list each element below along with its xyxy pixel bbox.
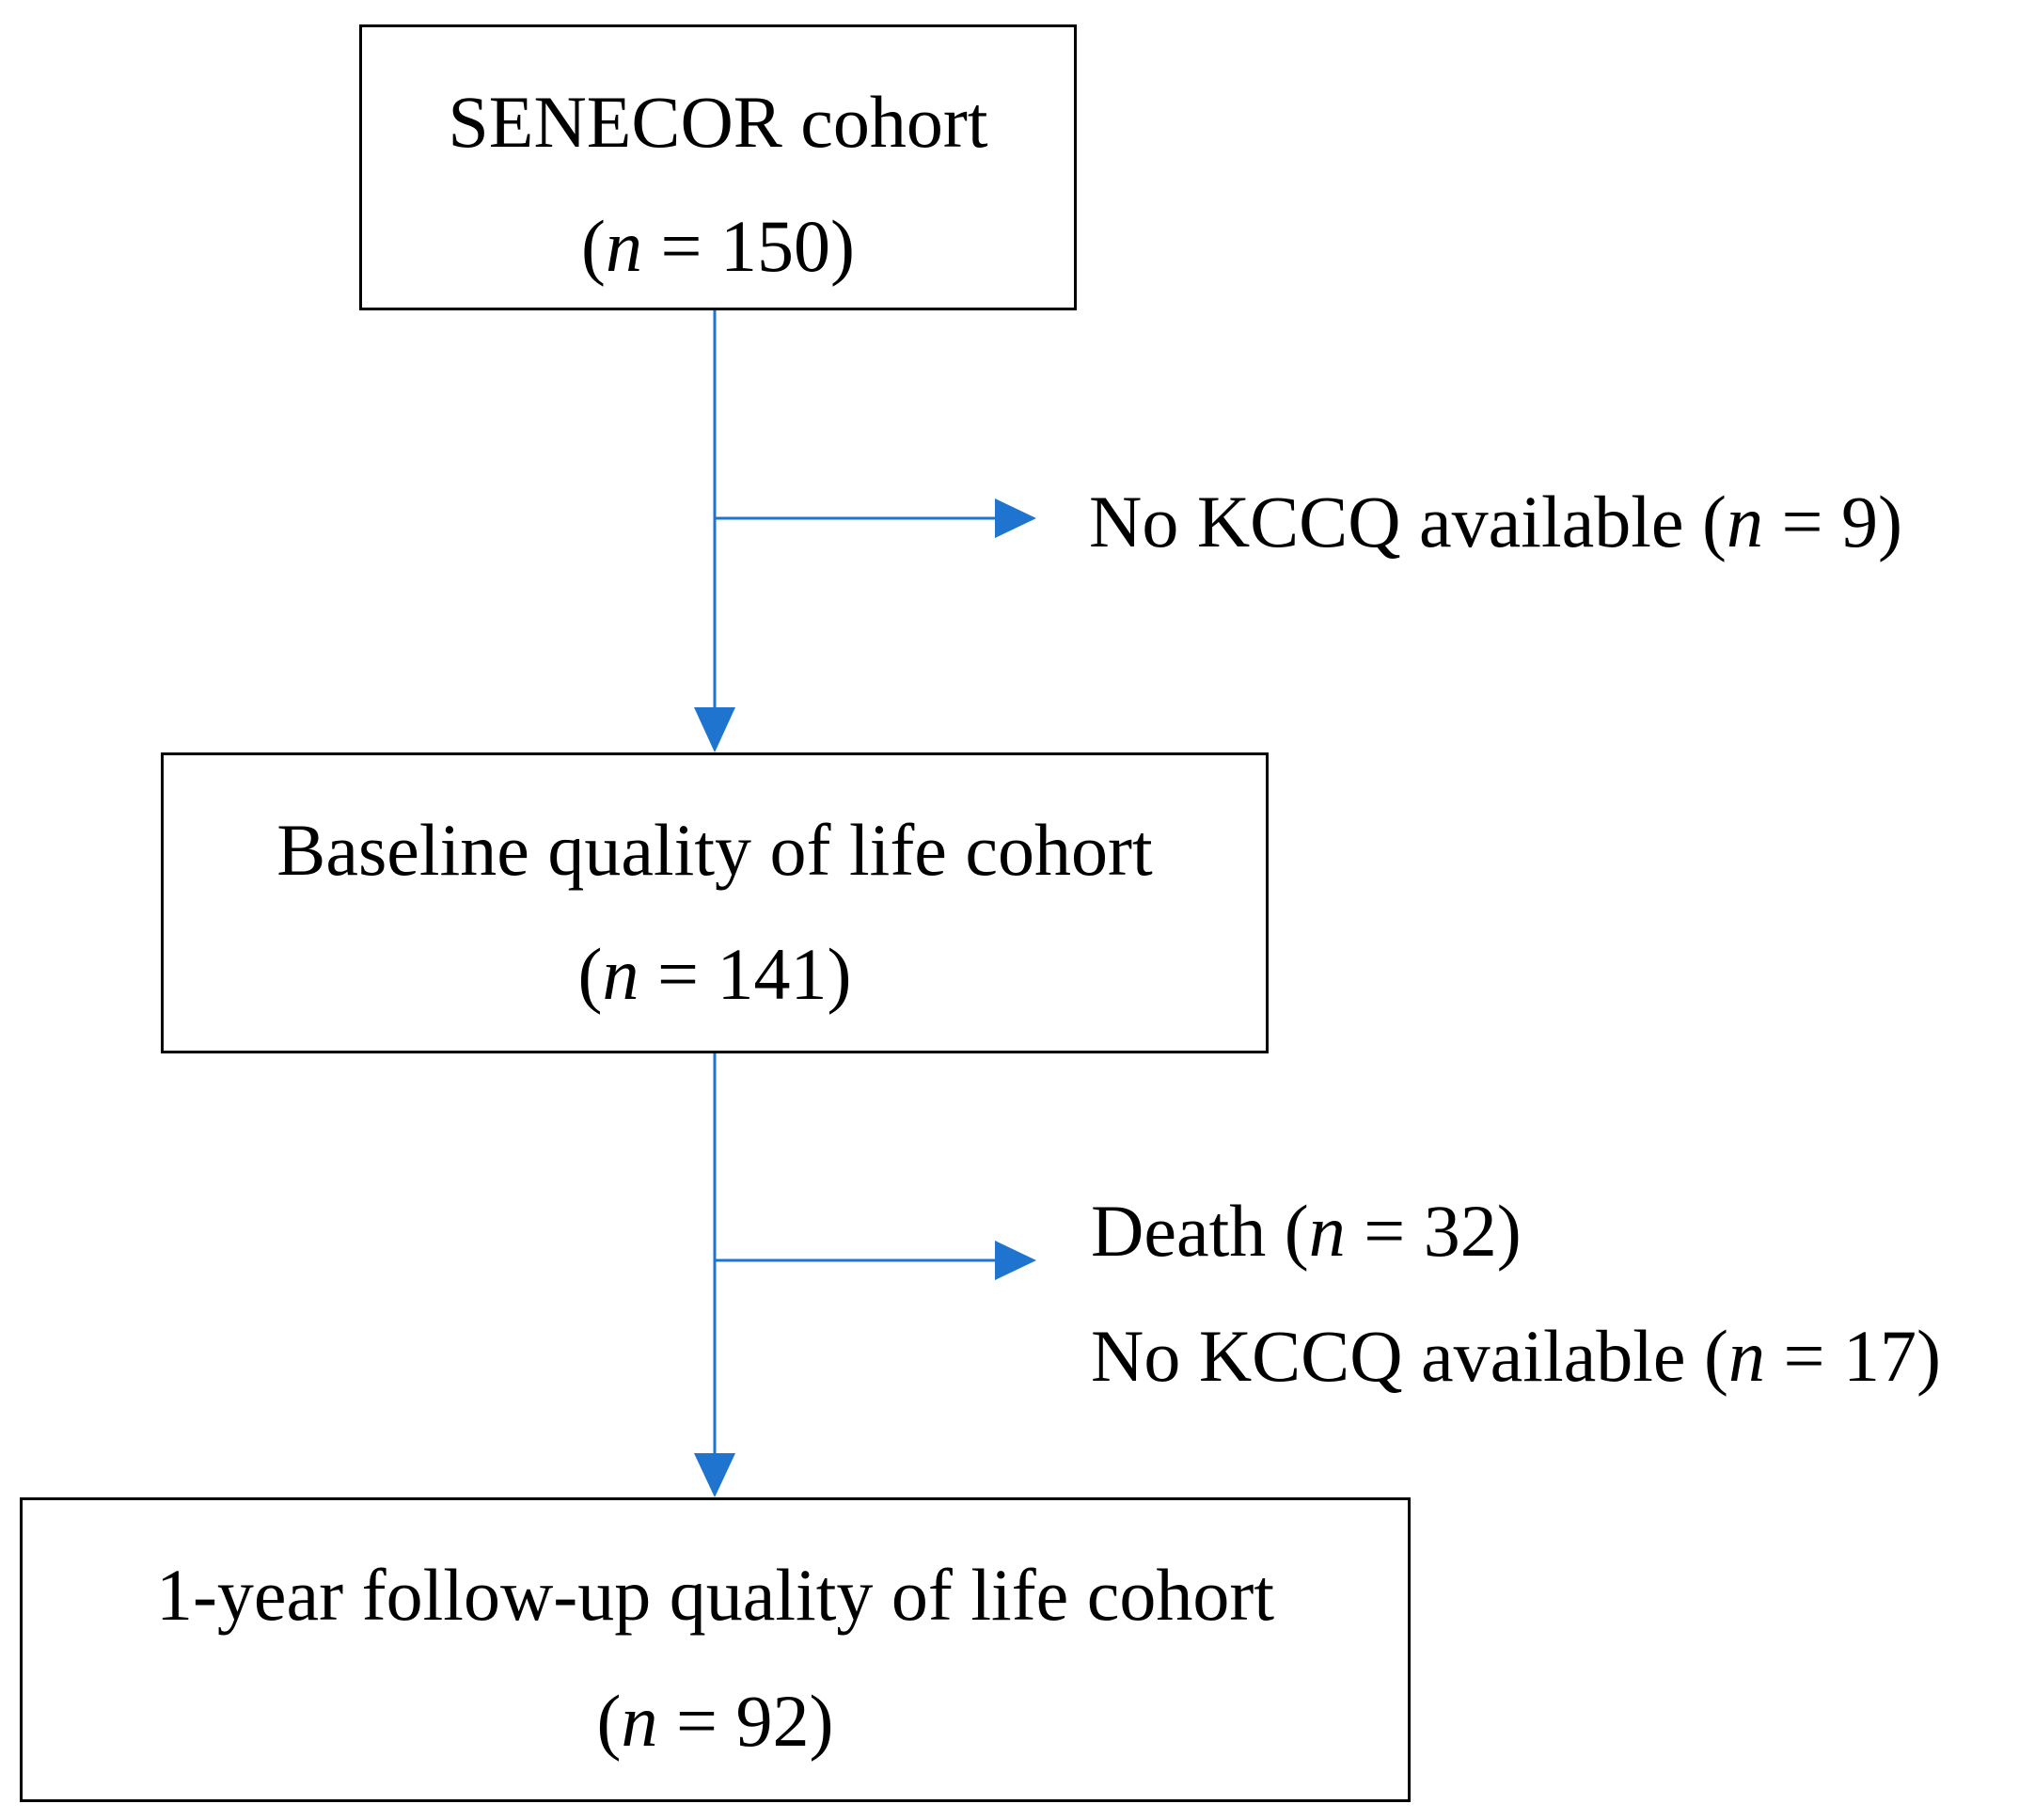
- exclusion-death: Death (n = 32): [1091, 1190, 1522, 1272]
- n-value: 32: [1423, 1190, 1497, 1272]
- box-title-text: SENECOR cohort: [448, 81, 988, 163]
- box-count: (n = 92): [596, 1680, 834, 1762]
- n-symbol: n: [1308, 1190, 1346, 1272]
- n-symbol: n: [602, 933, 639, 1015]
- n-value: 150: [720, 205, 830, 287]
- n-symbol: n: [1727, 481, 1764, 562]
- exclusion-text: No KCCQ available: [1089, 481, 1684, 562]
- flow-box-senecor-cohort: SENECOR cohort (n = 150): [359, 24, 1077, 310]
- n-value: 141: [717, 933, 828, 1015]
- exclusion-text: Death: [1091, 1190, 1267, 1272]
- n-value: 92: [735, 1680, 810, 1762]
- box-title: 1-year follow-up quality of life cohort: [23, 1559, 1408, 1632]
- box-count: (n = 150): [581, 205, 855, 287]
- arrowhead-right-1: [995, 499, 1036, 538]
- n-symbol: n: [606, 205, 642, 287]
- box-title: SENECOR cohort: [362, 86, 1074, 159]
- exclusion-no-kccq-followup: No KCCQ available (n = 17): [1091, 1315, 1941, 1397]
- box-title-text: 1-year follow-up quality of life cohort: [155, 1554, 1275, 1636]
- flow-box-followup-cohort: 1-year follow-up quality of life cohort …: [20, 1497, 1411, 1802]
- n-symbol: n: [621, 1680, 658, 1762]
- n-value: 17: [1843, 1315, 1917, 1397]
- exclusion-no-kccq-baseline: No KCCQ available (n = 9): [1089, 481, 1902, 562]
- arrowhead-down-1: [694, 707, 735, 752]
- box-count: (n = 141): [577, 933, 852, 1015]
- arrowhead-right-2: [995, 1241, 1036, 1280]
- flow-box-baseline-cohort: Baseline quality of life cohort (n = 141…: [161, 752, 1269, 1053]
- exclusion-text: No KCCQ available: [1091, 1315, 1686, 1397]
- n-value: 9: [1841, 481, 1879, 562]
- arrowhead-down-2: [694, 1453, 735, 1497]
- n-symbol: n: [1728, 1315, 1766, 1397]
- box-title: Baseline quality of life cohort: [164, 814, 1266, 887]
- box-title-text: Baseline quality of life cohort: [276, 809, 1153, 891]
